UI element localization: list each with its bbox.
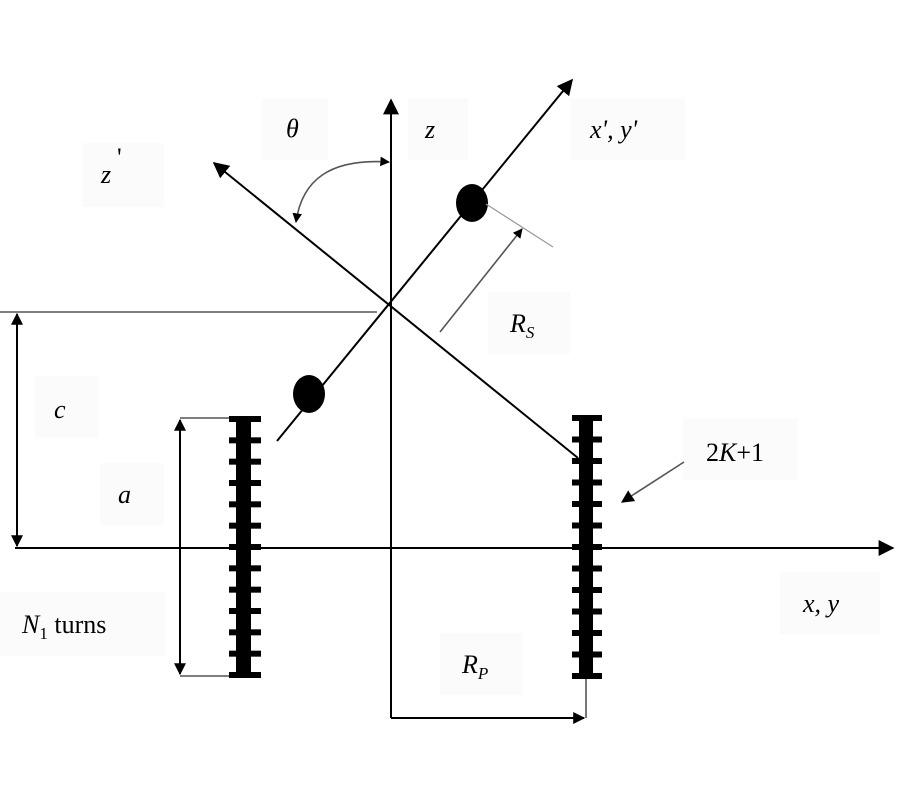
theta-arc-arrow (292, 156, 390, 223)
rs-label-bg (488, 292, 570, 354)
coil-left-turn-9 (229, 586, 261, 593)
coil-right-turn-6 (572, 522, 602, 529)
rp-label-main: R (461, 650, 478, 679)
z-prime-axis (212, 161, 579, 459)
coil-left-turn-12 (229, 650, 261, 657)
z-label: z (424, 115, 435, 144)
n1-main: N (21, 610, 41, 639)
a-label-bg (100, 463, 164, 525)
rs-label-sub: S (526, 323, 535, 342)
coil-left-turn-5 (229, 501, 261, 508)
theta-label-bg (262, 98, 328, 160)
coil-right-turn-10 (572, 608, 602, 615)
2k-label-bg (683, 418, 798, 480)
2k-plus-one-label: 2K+1 (706, 438, 764, 467)
c-label-bg (35, 376, 99, 438)
n1-sub: 1 (39, 624, 48, 643)
coil-right-turn-13 (572, 673, 602, 679)
primary-coil-left (229, 416, 261, 678)
xy-label: x, y (802, 589, 840, 618)
coil-right-turn-9 (572, 587, 602, 593)
coil-right-turn-11 (572, 630, 602, 636)
coil-left-turn-13 (229, 672, 261, 678)
x-prime-y-prime-axis (276, 78, 574, 442)
coil-left-turn-11 (229, 629, 261, 636)
rs-label: RS (509, 309, 535, 342)
coil-left-turn-6 (229, 522, 261, 529)
coil-right-turn-8 (572, 565, 602, 572)
coil-left-turn-1 (229, 416, 261, 422)
secondary-coil-dot-upper (456, 184, 488, 222)
coil-right-turn-7 (572, 544, 602, 550)
coil-left-turn-10 (229, 608, 261, 614)
rp-label-sub: P (477, 664, 488, 683)
2k-pointer-arrow (620, 461, 685, 503)
coil-right-turn-3 (572, 458, 602, 464)
rs-dimension-arrow (439, 228, 523, 333)
rp-label-bg (440, 633, 522, 695)
z-prime-label-bg (82, 143, 164, 207)
coil-right-turn-2 (572, 436, 602, 443)
coil-left-turn-7 (229, 544, 261, 550)
rp-label: RP (461, 650, 488, 683)
coil-right-turn-4 (572, 479, 602, 486)
xy-prime-label-bg (570, 98, 685, 160)
primary-coil-right (572, 415, 602, 679)
n1-label-bg (0, 592, 165, 656)
secondary-coil-dot-lower (293, 375, 325, 413)
a-label: a (118, 480, 131, 509)
n1-turns-label: N1 turns (21, 610, 106, 643)
rs-label-main: R (509, 309, 526, 338)
c-label: c (54, 395, 66, 424)
coil-left-turn-4 (229, 480, 261, 486)
z-label-bg (408, 98, 468, 160)
n1-suffix: turns (48, 610, 107, 639)
coil-left-turn-3 (229, 458, 261, 465)
coil-right-turn-1 (572, 415, 602, 421)
coil-left-turn-2 (229, 437, 261, 444)
xy-prime-label: x', y' (589, 115, 638, 144)
coil-left-turn-8 (229, 565, 261, 572)
coil-right-turn-12 (572, 651, 602, 658)
theta-label: θ (286, 114, 299, 143)
z-prime-label: z (100, 160, 111, 189)
coil-right-turn-5 (572, 501, 602, 507)
z-prime-mark: ' (117, 143, 122, 172)
xy-label-bg (780, 572, 880, 634)
rs-guide-line (485, 203, 554, 248)
